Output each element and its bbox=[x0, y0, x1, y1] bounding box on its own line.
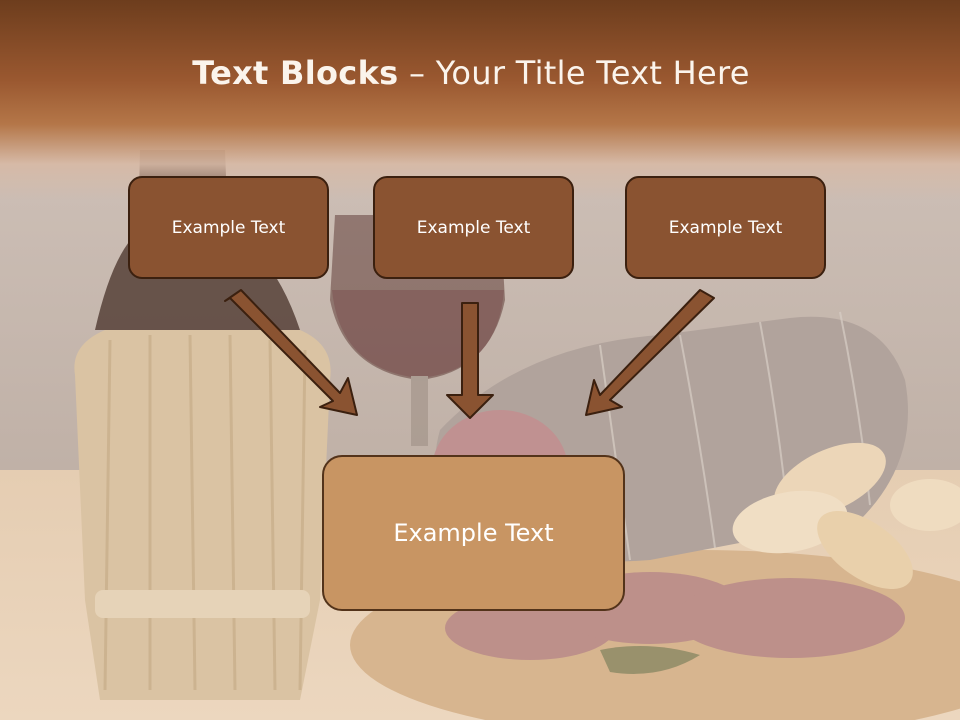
header-band bbox=[0, 0, 960, 200]
title-rest: – Your Title Text Here bbox=[398, 54, 750, 92]
text-block-1: Example Text bbox=[128, 176, 329, 279]
text-block-1-label: Example Text bbox=[171, 217, 286, 238]
text-block-2-label: Example Text bbox=[416, 217, 531, 238]
salami-slices-image bbox=[445, 572, 905, 660]
text-block-3: Example Text bbox=[625, 176, 826, 279]
text-block-2: Example Text bbox=[373, 176, 574, 279]
target-text-block: Example Text bbox=[322, 455, 625, 611]
slide-title: Text Blocks – Your Title Text Here bbox=[0, 54, 942, 92]
title-bold: Text Blocks bbox=[192, 54, 399, 92]
bread-slices-image bbox=[732, 442, 960, 590]
arrow-right-icon bbox=[585, 289, 715, 416]
lettuce-image bbox=[600, 646, 700, 674]
arrow-center-icon bbox=[446, 302, 494, 419]
text-block-3-label: Example Text bbox=[668, 217, 783, 238]
target-text-block-label: Example Text bbox=[393, 519, 554, 547]
arrow-left-icon bbox=[224, 289, 358, 416]
